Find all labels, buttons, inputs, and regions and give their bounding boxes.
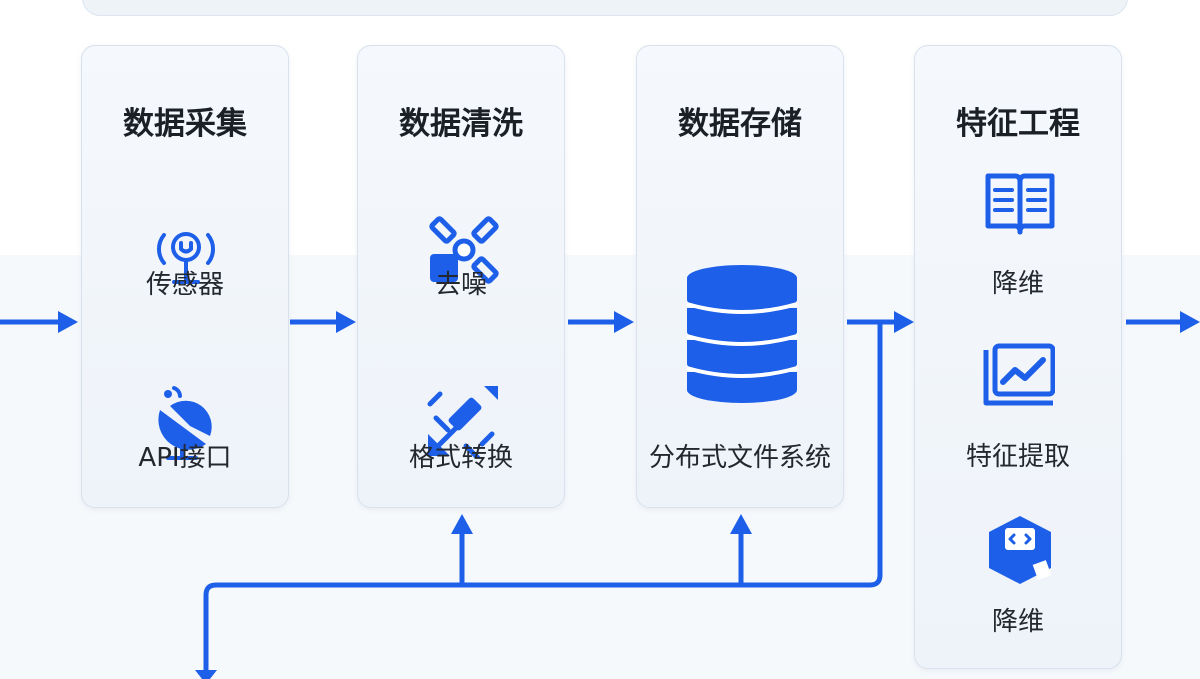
arrowhead-out xyxy=(1180,311,1200,333)
arrowhead-up-2 xyxy=(730,514,752,534)
satellite-dish-icon xyxy=(148,382,222,462)
stage-card-cleaning: 数据清洗 去噪 格 xyxy=(357,45,565,508)
satellite-icon xyxy=(428,214,500,286)
stage-title-collection: 数据采集 xyxy=(123,106,247,142)
arrowhead-down xyxy=(195,670,217,679)
arrowhead-1-2 xyxy=(336,311,356,333)
code-box-icon xyxy=(985,514,1055,586)
format-convert-icon xyxy=(426,384,500,458)
item-label-api: API接口 xyxy=(138,443,232,473)
feedback-line xyxy=(203,322,883,672)
line-chart-icon xyxy=(983,342,1055,406)
stage-title-cleaning: 数据清洗 xyxy=(399,106,523,142)
sensor-icon xyxy=(150,223,222,289)
stage-title-feature: 特征工程 xyxy=(956,106,1080,142)
item-label-sensor: 传感器 xyxy=(145,270,224,300)
item-label-feature-extraction: 特征提取 xyxy=(965,442,1070,472)
stage-card-feature-engineering: 特征工程 降维 特征提取 xyxy=(914,45,1122,669)
arrowhead-in xyxy=(58,311,78,333)
arrowhead-2-3 xyxy=(614,311,634,333)
stage-title-storage: 数据存储 xyxy=(678,106,802,142)
arrowhead-3-4 xyxy=(894,311,914,333)
item-label-dfs: 分布式文件系统 xyxy=(648,443,831,473)
arrowhead-up-1 xyxy=(451,514,473,534)
item-label-dim-reduction-2: 降维 xyxy=(991,607,1044,637)
stage-card-collection: 数据采集 传感器 API接口 xyxy=(81,45,289,508)
item-label-dim-reduction-1: 降维 xyxy=(991,269,1044,299)
database-icon xyxy=(685,264,799,406)
stage-card-storage: 数据存储 分布式文件系统 xyxy=(636,45,844,508)
item-label-format: 格式转换 xyxy=(408,443,513,473)
item-label-denoise: 去噪 xyxy=(434,270,487,300)
book-icon xyxy=(985,170,1055,236)
